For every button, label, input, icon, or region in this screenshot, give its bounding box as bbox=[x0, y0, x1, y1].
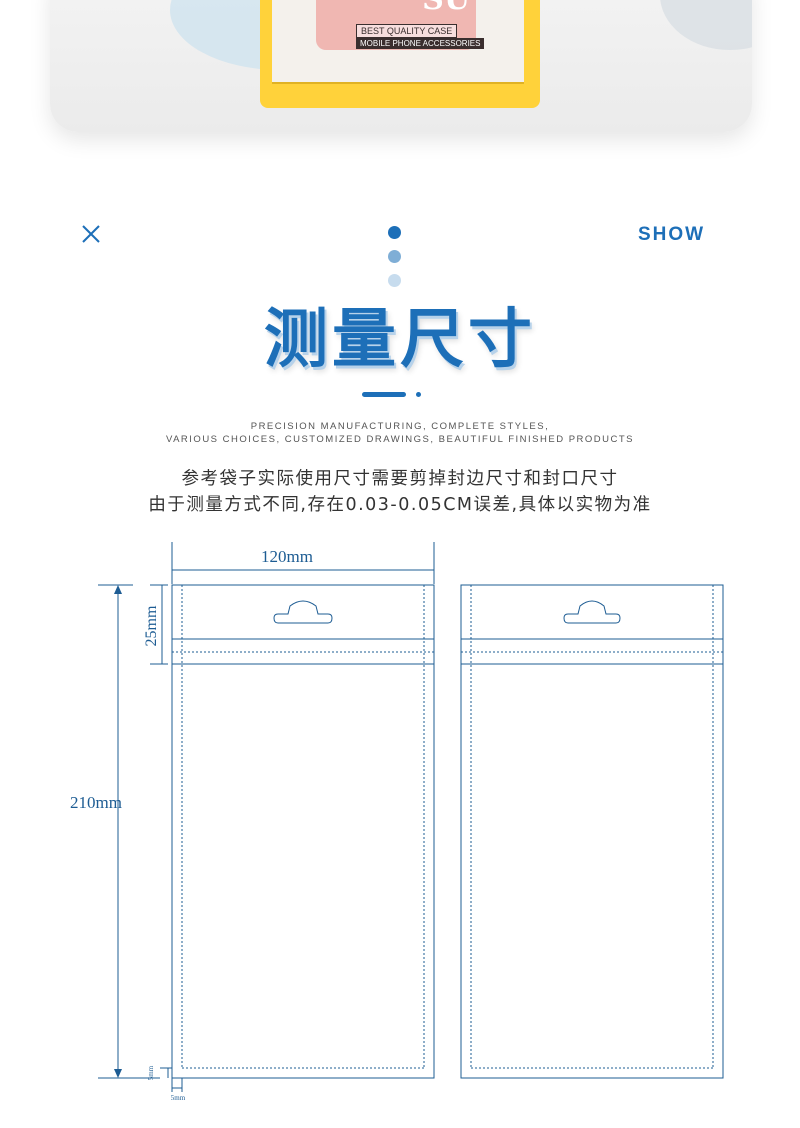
package-window: SU BEST QUALITY CASE MOBILE PHONE ACCESS… bbox=[272, 0, 524, 84]
width-label: 120mm bbox=[261, 547, 313, 566]
case-mark: SU bbox=[422, 0, 470, 17]
seal-side-label: 5mm bbox=[171, 1094, 186, 1102]
show-label: SHOW bbox=[638, 224, 706, 245]
title-underline bbox=[362, 392, 406, 397]
yellow-package: SU BEST QUALITY CASE MOBILE PHONE ACCESS… bbox=[260, 0, 540, 108]
height-label: 210mm bbox=[70, 793, 122, 812]
product-photo: SU BEST QUALITY CASE MOBILE PHONE ACCESS… bbox=[50, 0, 752, 132]
close-icon[interactable] bbox=[81, 224, 101, 244]
accessories-tag: MOBILE PHONE ACCESSORIES bbox=[356, 38, 485, 49]
title-underline-dot bbox=[416, 392, 421, 397]
subtitle-line-1: PRECISION MANUFACTURING, COMPLETE STYLES… bbox=[250, 421, 550, 432]
bag-2-outline bbox=[460, 584, 724, 1079]
bag-1-outline bbox=[171, 584, 435, 1079]
quality-tag: BEST QUALITY CASE bbox=[356, 24, 458, 38]
dot-1 bbox=[387, 226, 401, 239]
bag-2-hang-hole bbox=[563, 600, 621, 624]
subtitle-line-2: VARIOUS CHOICES, CUSTOMIZED DRAWINGS, BE… bbox=[165, 434, 635, 445]
progress-dots bbox=[386, 226, 402, 298]
height-arrow-bottom bbox=[114, 1069, 122, 1078]
seal-bottom-label: 5mm bbox=[147, 1065, 155, 1080]
page-title: 测量尺寸 bbox=[264, 303, 536, 377]
dot-2 bbox=[387, 250, 401, 263]
description-line-2: 由于测量方式不同,存在0.03-0.05CM误差,具体以实物为准 bbox=[148, 495, 652, 515]
header-label: 25mm bbox=[143, 605, 160, 646]
height-arrow-top bbox=[114, 585, 122, 594]
bag-1-hang-hole bbox=[273, 600, 333, 624]
dot-3 bbox=[387, 274, 401, 287]
description-line-1: 参考袋子实际使用尺寸需要剪掉封边尺寸和封口尺寸 bbox=[181, 469, 619, 489]
